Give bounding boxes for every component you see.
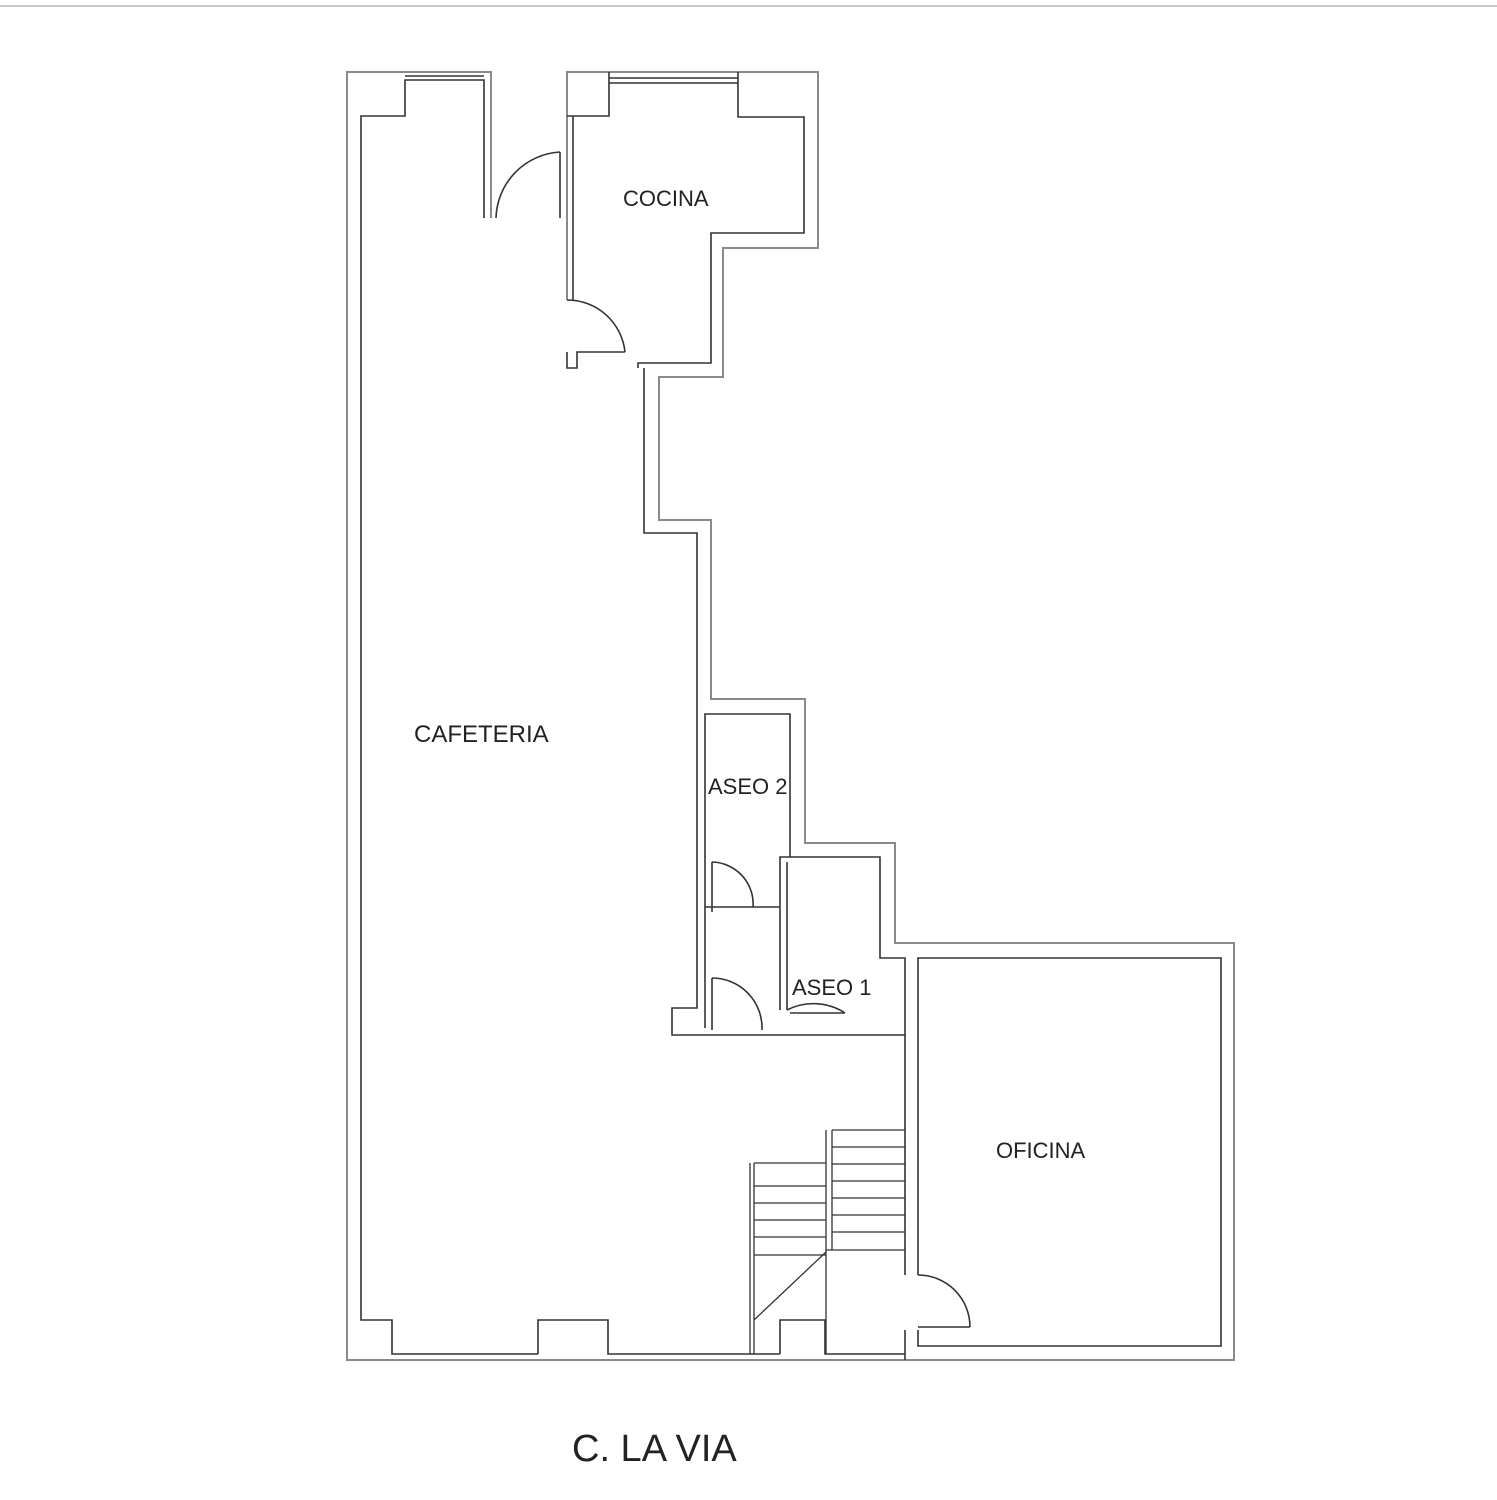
room-label-aseo-1: ASEO 1 (792, 975, 872, 1000)
room-label-cafeteria: CAFETERIA (414, 721, 549, 748)
room-label-oficina: OFICINA (996, 1138, 1086, 1163)
outer-walls (346, 71, 1235, 1361)
room-label-cocina: COCINA (623, 186, 709, 211)
room-label-aseo-2: ASEO 2 (708, 774, 788, 799)
street-label: C. LA VIA (572, 1428, 737, 1470)
top-border (0, 5, 1497, 7)
inner-walls (360, 72, 1222, 1360)
staircase (749, 1129, 905, 1354)
